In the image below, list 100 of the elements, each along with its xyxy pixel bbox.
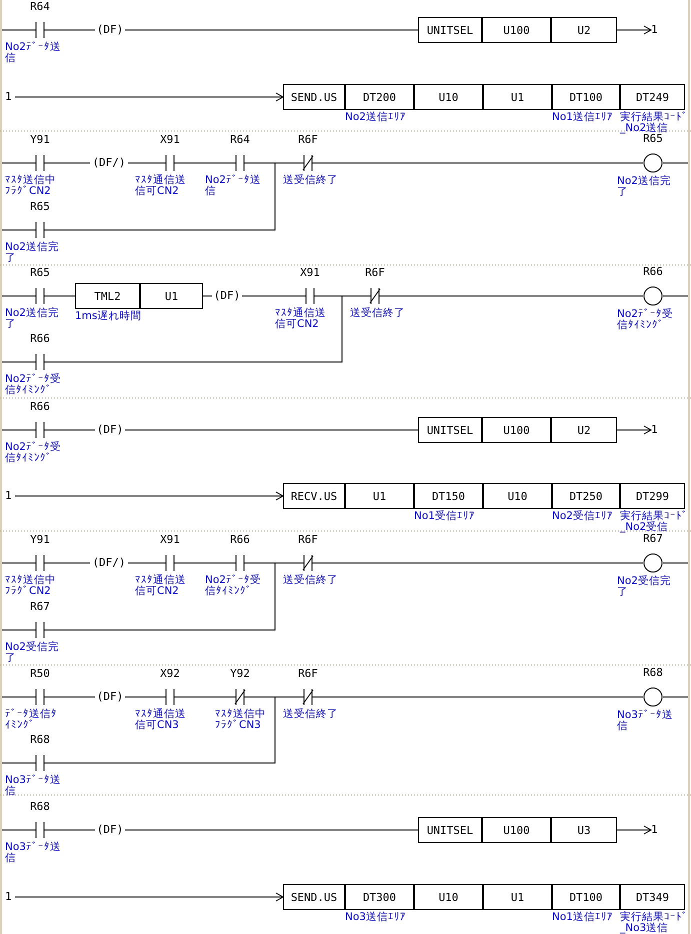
instruction-cell: U10 <box>414 84 483 110</box>
connector-number: 1 <box>5 489 13 503</box>
device-address: R66 <box>29 400 51 413</box>
instruction-cell: U1 <box>345 483 414 509</box>
device-comment: 実行結果ｺｰﾄﾞ_No2送信 <box>620 112 689 134</box>
instruction-cell: U1 <box>483 84 552 110</box>
instruction-cell: DT300 <box>345 884 414 910</box>
device-comment: ﾏｽﾀ通信送信可CN3 <box>135 709 187 731</box>
device-address: R66 <box>229 533 251 546</box>
device-address: R66 <box>642 265 664 278</box>
wire <box>48 162 300 230</box>
instruction-cell: DT250 <box>552 483 620 509</box>
device-address: X91 <box>159 133 181 146</box>
arrow <box>616 426 652 434</box>
device-comment: No2受信完了 <box>617 576 672 598</box>
device-comment: No2ﾃﾞｰﾀ受信ﾀｲﾐﾝｸﾞ <box>5 442 61 464</box>
device-address: R64 <box>229 133 251 146</box>
instruction-cell: U10 <box>483 483 552 509</box>
wire <box>128 162 162 164</box>
instruction-cell: U10 <box>414 884 483 910</box>
wire <box>316 562 644 564</box>
device-address: X91 <box>159 533 181 546</box>
arrow <box>616 26 652 34</box>
device-address: R68 <box>29 800 51 813</box>
instruction-cell: TML2 <box>75 283 140 309</box>
device-address: X91 <box>299 266 321 279</box>
instruction-cell: SEND.US <box>283 884 345 910</box>
instruction-cell: DT299 <box>620 483 685 509</box>
instruction-cell: U1 <box>483 884 552 910</box>
wire <box>124 696 162 698</box>
wire <box>662 696 688 698</box>
wire <box>316 162 644 164</box>
device-comment: ﾃﾞｰﾀ送信ﾀｲﾐﾝｸﾞ <box>5 709 58 731</box>
device-address: R6F <box>297 533 319 546</box>
device-address: R50 <box>29 667 51 680</box>
device-comment: 送受信終了 <box>283 575 339 586</box>
connector-number: 1 <box>651 823 659 837</box>
wire <box>48 162 90 164</box>
instruction-cell: U2 <box>551 417 617 443</box>
device-address: R68 <box>29 733 51 746</box>
instruction-cell: UNITSEL <box>418 417 482 443</box>
device-comment: 送受信終了 <box>283 709 339 720</box>
device-comment: 1ms遅れ時間 <box>75 311 142 322</box>
instruction-cell: RECV.US <box>283 483 345 509</box>
instruction-cell: UNITSEL <box>418 817 482 843</box>
device-address: Y91 <box>29 133 51 146</box>
instruction-cell: DT100 <box>552 884 620 910</box>
wire <box>48 696 96 698</box>
instruction-cell: U2 <box>551 17 617 43</box>
device-address: X92 <box>159 667 181 680</box>
device-comment: ﾏｽﾀ送信中ﾌﾗｸﾞCN2 <box>5 575 57 597</box>
wire <box>48 562 300 630</box>
instruction-cell: U100 <box>482 17 551 43</box>
device-comment: No1送信ｴﾘｱ <box>552 912 614 923</box>
instruction-cell: UNITSEL <box>418 17 482 43</box>
device-address: Y91 <box>29 533 51 546</box>
wire <box>2 162 32 164</box>
arrow <box>14 92 284 102</box>
wire <box>48 696 300 764</box>
instruction-cell: SEND.US <box>283 84 345 110</box>
connector-number: 1 <box>5 90 13 104</box>
device-comment: No2送信完了 <box>617 176 672 198</box>
arrow <box>14 492 284 500</box>
wire <box>2 696 32 698</box>
device-address: R67 <box>29 600 51 613</box>
wire <box>178 562 232 564</box>
instruction-cell: DT100 <box>552 84 620 110</box>
device-comment: ﾏｽﾀ通信送信可CN2 <box>135 175 187 197</box>
wire <box>662 562 688 564</box>
wire <box>178 162 232 164</box>
device-address: R65 <box>29 200 51 213</box>
instruction-cell: DT349 <box>620 884 685 910</box>
wire <box>48 296 366 362</box>
arrow <box>14 892 284 902</box>
connector-number: 1 <box>651 423 659 437</box>
device-address: R66 <box>29 332 51 345</box>
device-comment: No3ﾃﾞｰﾀ送信 <box>5 842 61 864</box>
device-comment: 実行結果ｺｰﾄﾞ_No3送信 <box>620 912 689 934</box>
device-comment: No1受信ｴﾘｱ <box>414 511 476 522</box>
instruction-cell: U3 <box>551 817 617 843</box>
device-comment: ﾏｽﾀ通信送信可CN2 <box>135 575 187 597</box>
wire <box>128 562 162 564</box>
device-comment: No2ﾃﾞｰﾀ受信ﾀｲﾐﾝｸﾞ <box>205 575 261 597</box>
device-address: R67 <box>643 532 664 545</box>
device-address: R65 <box>643 132 663 145</box>
wire <box>2 762 32 764</box>
device-comment: No2ﾃﾞｰﾀ送信 <box>205 175 261 197</box>
device-comment: No2受信ｴﾘｱ <box>552 511 614 522</box>
instruction-cell: U100 <box>482 817 551 843</box>
device-comment: No2ﾃﾞｰﾀ送信 <box>5 42 61 64</box>
device-comment: No2送信ｴﾘｱ <box>345 112 407 123</box>
device-comment: No2受信完了 <box>5 642 60 664</box>
instruction-cell: DT150 <box>414 483 483 509</box>
connector-number: 1 <box>5 890 13 904</box>
wire <box>2 562 32 564</box>
device-comment: No2ﾃﾞｰﾀ受信ﾀｲﾐﾝｸﾞ <box>5 374 61 396</box>
instruction-cell: DT249 <box>620 84 685 110</box>
instruction-cell: U100 <box>482 417 551 443</box>
wire <box>48 562 90 564</box>
instruction-cell: DT200 <box>345 84 414 110</box>
